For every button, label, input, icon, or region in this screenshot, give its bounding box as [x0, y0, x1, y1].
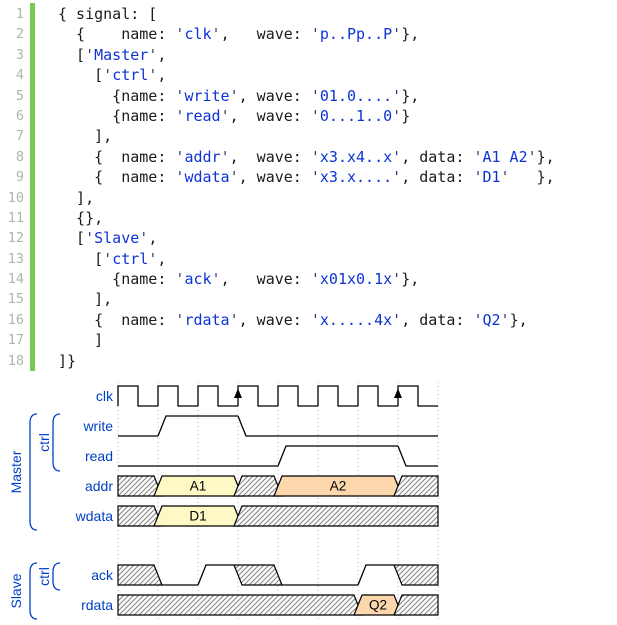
signal-label: wdata — [75, 508, 114, 524]
wave-row-read: read — [85, 445, 438, 467]
code-text: ], — [58, 188, 95, 207]
code-line[interactable]: 18]} — [0, 351, 617, 371]
signal-label: addr — [85, 478, 113, 494]
undefined-bus-segment — [393, 564, 439, 586]
undefined-bus-segment — [117, 594, 363, 616]
signal-label: write — [82, 418, 113, 434]
undefined-bus-segment — [233, 505, 439, 527]
group-ctrl: ctrl — [36, 562, 61, 591]
code-line[interactable]: 17 ] — [0, 330, 617, 350]
group-bracket — [29, 413, 38, 531]
code-line[interactable]: 12 ['Slave', — [0, 228, 617, 248]
wave-row-write: write — [82, 415, 438, 437]
code-text: {name: 'read', wave: '0...1..0'} — [58, 106, 411, 125]
undefined-bus-segment — [393, 594, 439, 616]
code-line[interactable]: 6 {name: 'read', wave: '0...1..0'} — [0, 106, 617, 126]
line-number: 11 — [7, 209, 24, 226]
code-lines: 1{ signal: [2 { name: 'clk', wave: 'p..P… — [0, 4, 617, 371]
line-number: 16 — [7, 311, 24, 328]
group-ctrl: ctrl — [36, 413, 61, 472]
timing-diagram: clk write read addr A1 A2 wdata D1 ack rdata Q2 Mas… — [8, 382, 439, 620]
line-number: 9 — [15, 169, 24, 186]
line-number: 10 — [7, 189, 24, 206]
code-line[interactable]: 16 { name: 'rdata', wave: 'x.....4x', da… — [0, 310, 617, 330]
code-text: ['ctrl', — [58, 66, 167, 85]
wave-row-addr: addr A1 A2 — [85, 475, 439, 497]
group-master: Master — [8, 413, 38, 531]
gutter-change-bar — [30, 3, 35, 371]
code-text: ], — [58, 290, 113, 309]
signal-label: ack — [91, 567, 114, 583]
code-text: ] — [58, 331, 104, 350]
wave-row-clk: clk — [96, 385, 438, 407]
line-number: 12 — [7, 230, 24, 247]
code-text: { name: 'addr', wave: 'x3.x4..x', data: … — [58, 147, 555, 166]
code-line[interactable]: 4 ['ctrl', — [0, 65, 617, 85]
code-line[interactable]: 15 ], — [0, 289, 617, 309]
wave-row-ack: ack — [91, 564, 439, 586]
wave-row-wdata: wdata D1 — [75, 505, 439, 527]
code-line[interactable]: 13 ['ctrl', — [0, 249, 617, 269]
line-number: 17 — [7, 332, 24, 349]
code-text: ]} — [58, 351, 77, 370]
line-number: 2 — [15, 26, 24, 43]
line-number: 14 — [7, 271, 24, 288]
code-line[interactable]: 3 ['Master', — [0, 45, 617, 65]
bus-data-label: A1 — [190, 479, 207, 494]
code-text: {name: 'ack', wave: 'x01x0.1x'}, — [58, 270, 420, 289]
code-line[interactable]: 8 { name: 'addr', wave: 'x3.x4..x', data… — [0, 147, 617, 167]
group-label: Slave — [8, 573, 24, 608]
group-bracket — [52, 562, 61, 591]
line-number: 4 — [15, 67, 24, 84]
bus-data-label: A2 — [330, 479, 347, 494]
bus-data-label: Q2 — [369, 598, 387, 613]
line-number: 7 — [15, 128, 24, 145]
line-number: 18 — [7, 352, 24, 369]
group-bracket — [52, 413, 61, 472]
code-line[interactable]: 1 { signal: [ — [0, 4, 617, 24]
code-text: { signal: [ — [58, 5, 158, 23]
code-text: { name: 'clk', wave: 'p..Pp..P'}, — [58, 25, 420, 44]
signal-label: clk — [96, 388, 114, 404]
code-text: ['ctrl', — [58, 249, 167, 268]
undefined-bus-segment — [393, 475, 439, 497]
group-label: ctrl — [36, 433, 52, 452]
group-label: ctrl — [36, 567, 52, 586]
code-line[interactable]: 7 ], — [0, 126, 617, 146]
code-text: {}, — [58, 208, 104, 227]
line-number: 5 — [15, 87, 24, 104]
signal-label: read — [85, 448, 113, 464]
code-text: { name: 'wdata', wave: 'x3.x....', data:… — [58, 168, 555, 187]
code-editor[interactable]: 1{ signal: [2 { name: 'clk', wave: 'p..P… — [0, 0, 617, 374]
code-line[interactable]: 11 {}, — [0, 208, 617, 228]
code-text: ], — [58, 127, 113, 146]
code-line[interactable]: 14 {name: 'ack', wave: 'x01x0.1x'}, — [0, 269, 617, 289]
bus-data-label: D1 — [189, 509, 206, 524]
code-line[interactable]: 10 ], — [0, 188, 617, 208]
line-number: 1 — [15, 6, 24, 22]
code-text: ['Slave', — [58, 229, 158, 248]
code-line[interactable]: 9 { name: 'wdata', wave: 'x3.x....', dat… — [0, 167, 617, 187]
wave-row-rdata: rdata Q2 — [81, 594, 439, 616]
code-text: ['Master', — [58, 45, 167, 64]
group-slave: Slave — [8, 562, 38, 620]
line-number: 3 — [15, 46, 24, 63]
code-text: { name: 'rdata', wave: 'x.....4x', data:… — [58, 310, 528, 329]
signal-label: rdata — [81, 597, 113, 613]
code-line[interactable]: 2 { name: 'clk', wave: 'p..Pp..P'}, — [0, 24, 617, 44]
code-line[interactable]: 5 {name: 'write', wave: '01.0....'}, — [0, 86, 617, 106]
line-number: 6 — [15, 107, 24, 124]
line-number: 15 — [7, 291, 24, 308]
undefined-bus-segment — [117, 564, 163, 586]
line-number: 13 — [7, 250, 24, 267]
undefined-bus-segment — [233, 564, 283, 586]
line-number: 8 — [15, 148, 24, 165]
group-label: Master — [8, 450, 24, 493]
group-bracket — [29, 562, 38, 620]
code-text: {name: 'write', wave: '01.0....'}, — [58, 86, 420, 105]
